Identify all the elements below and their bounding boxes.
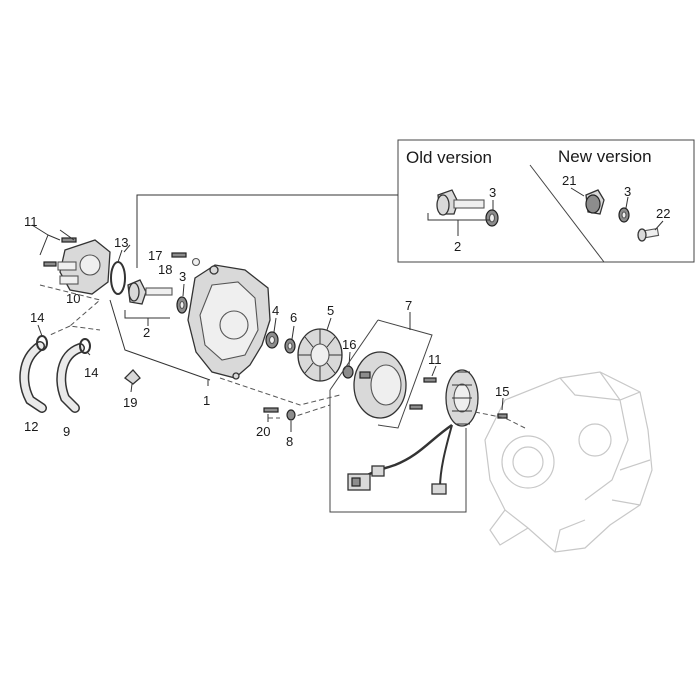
callout-17: 17 bbox=[148, 248, 162, 263]
callout-2: 2 bbox=[143, 325, 150, 340]
cover-lower-screw bbox=[263, 407, 279, 413]
callout-11-pump: 11 bbox=[24, 214, 38, 229]
coolant-hose-left bbox=[19, 341, 47, 413]
new-version-shaft bbox=[637, 227, 660, 242]
old-version-heading: Old version bbox=[406, 148, 492, 167]
callout-11-stator: 11 bbox=[428, 352, 442, 367]
cover-seal bbox=[284, 338, 296, 354]
cooling-fan bbox=[297, 328, 343, 382]
flywheel-rotor bbox=[353, 351, 407, 419]
wire-clip bbox=[124, 369, 141, 385]
new-version-impeller bbox=[585, 189, 605, 215]
callout-8: 8 bbox=[286, 434, 293, 449]
pump-cover-screws bbox=[43, 237, 77, 267]
alternator-stator bbox=[445, 369, 479, 427]
callout-3-new: 3 bbox=[624, 184, 631, 199]
old-version-seal bbox=[485, 209, 499, 227]
callout-3: 3 bbox=[179, 269, 186, 284]
water-pump-cover bbox=[57, 239, 111, 295]
flywheel-cover bbox=[187, 264, 271, 380]
new-version-heading: New version bbox=[558, 147, 652, 166]
crankcase-outline bbox=[484, 371, 653, 553]
callout-14-right: 14 bbox=[84, 365, 98, 380]
new-version-seal bbox=[618, 207, 630, 223]
callout-12: 12 bbox=[24, 419, 38, 434]
pump-shaft-seal bbox=[176, 296, 188, 314]
callout-6: 6 bbox=[290, 310, 297, 325]
pump-o-ring bbox=[110, 261, 126, 295]
callout-14-left: 14 bbox=[30, 310, 44, 325]
cover-screw bbox=[171, 252, 187, 258]
callout-4: 4 bbox=[272, 303, 279, 318]
callout-5: 5 bbox=[327, 303, 334, 318]
cover-bearing bbox=[265, 331, 279, 349]
callout-10: 10 bbox=[66, 291, 80, 306]
flywheel-stator-group-box bbox=[329, 319, 467, 513]
callout-9: 9 bbox=[63, 424, 70, 439]
cover-washer bbox=[191, 257, 201, 267]
callout-16: 16 bbox=[342, 337, 356, 352]
callout-2-old: 2 bbox=[454, 239, 461, 254]
variant-comparison-box bbox=[397, 139, 695, 263]
callout-15: 15 bbox=[495, 384, 509, 399]
stator-wiring-harness bbox=[347, 423, 453, 495]
callout-19: 19 bbox=[123, 395, 137, 410]
coolant-hose-right bbox=[56, 343, 85, 413]
old-version-shaft-assembly bbox=[436, 189, 485, 216]
callout-18: 18 bbox=[158, 262, 172, 277]
impeller-shaft-assembly bbox=[127, 279, 173, 305]
callout-7: 7 bbox=[405, 298, 412, 313]
flywheel-nut bbox=[342, 365, 354, 379]
callout-3-old: 3 bbox=[489, 185, 496, 200]
callout-1: 1 bbox=[203, 393, 210, 408]
stator-screws bbox=[409, 377, 437, 410]
callout-21: 21 bbox=[562, 173, 576, 188]
callout-20: 20 bbox=[256, 424, 270, 439]
callout-22: 22 bbox=[656, 206, 670, 221]
callout-13: 13 bbox=[114, 235, 128, 250]
cover-lower-washer bbox=[286, 409, 296, 421]
